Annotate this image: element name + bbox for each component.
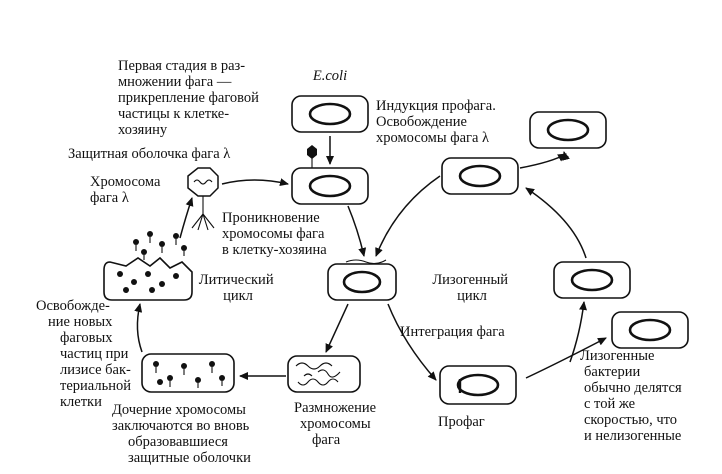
lysogenic-cell-lower-right xyxy=(611,311,689,349)
ecoli-cell xyxy=(291,95,369,133)
release-new-particles-label: Освобожде- ние новых фаговых частиц при … xyxy=(36,298,135,410)
central-infected-cell xyxy=(327,259,397,301)
lysogenic-cell-top xyxy=(441,157,519,195)
prophage-cell xyxy=(439,365,517,405)
phage-chromosome-label: Хромосома фага λ xyxy=(90,174,164,206)
first-stage-label: Первая стадия в раз- множении фага — при… xyxy=(118,58,263,138)
attached-phage-icon xyxy=(307,145,317,159)
phage-particle-icon xyxy=(187,167,219,231)
packaging-cell xyxy=(141,353,235,393)
multiplication-label: Размножение хромосомы фага xyxy=(294,400,380,448)
lytic-cycle-label: Литический цикл xyxy=(199,272,277,304)
lysogenic-cell-right xyxy=(553,261,631,299)
integration-label: Интеграция фага xyxy=(400,324,505,340)
induction-label: Индукция профага. Освобождение хромосомы… xyxy=(376,98,499,146)
prophage-label: Профаг xyxy=(438,414,485,430)
protective-shell-label: Защитная оболочка фага λ xyxy=(68,146,230,162)
cycle-arrows xyxy=(134,136,607,381)
lysogenic-bacteria-label: Лизогенные бактерии обычно делятся с той… xyxy=(580,348,685,444)
daughter-chromosomes-label: Дочерние хромосомы заключаются во вновь … xyxy=(112,402,253,466)
ecoli-label: E.coli xyxy=(312,68,347,84)
lysogenic-cycle-label: Лизогенный цикл xyxy=(432,272,511,304)
multiplication-cell xyxy=(287,355,361,393)
lysing-cell xyxy=(103,231,193,301)
infection-cell xyxy=(291,145,369,205)
penetration-label: Проникновение хромосомы фага в клетку-хо… xyxy=(222,210,328,258)
lysogenic-cell-top-right xyxy=(529,111,607,149)
